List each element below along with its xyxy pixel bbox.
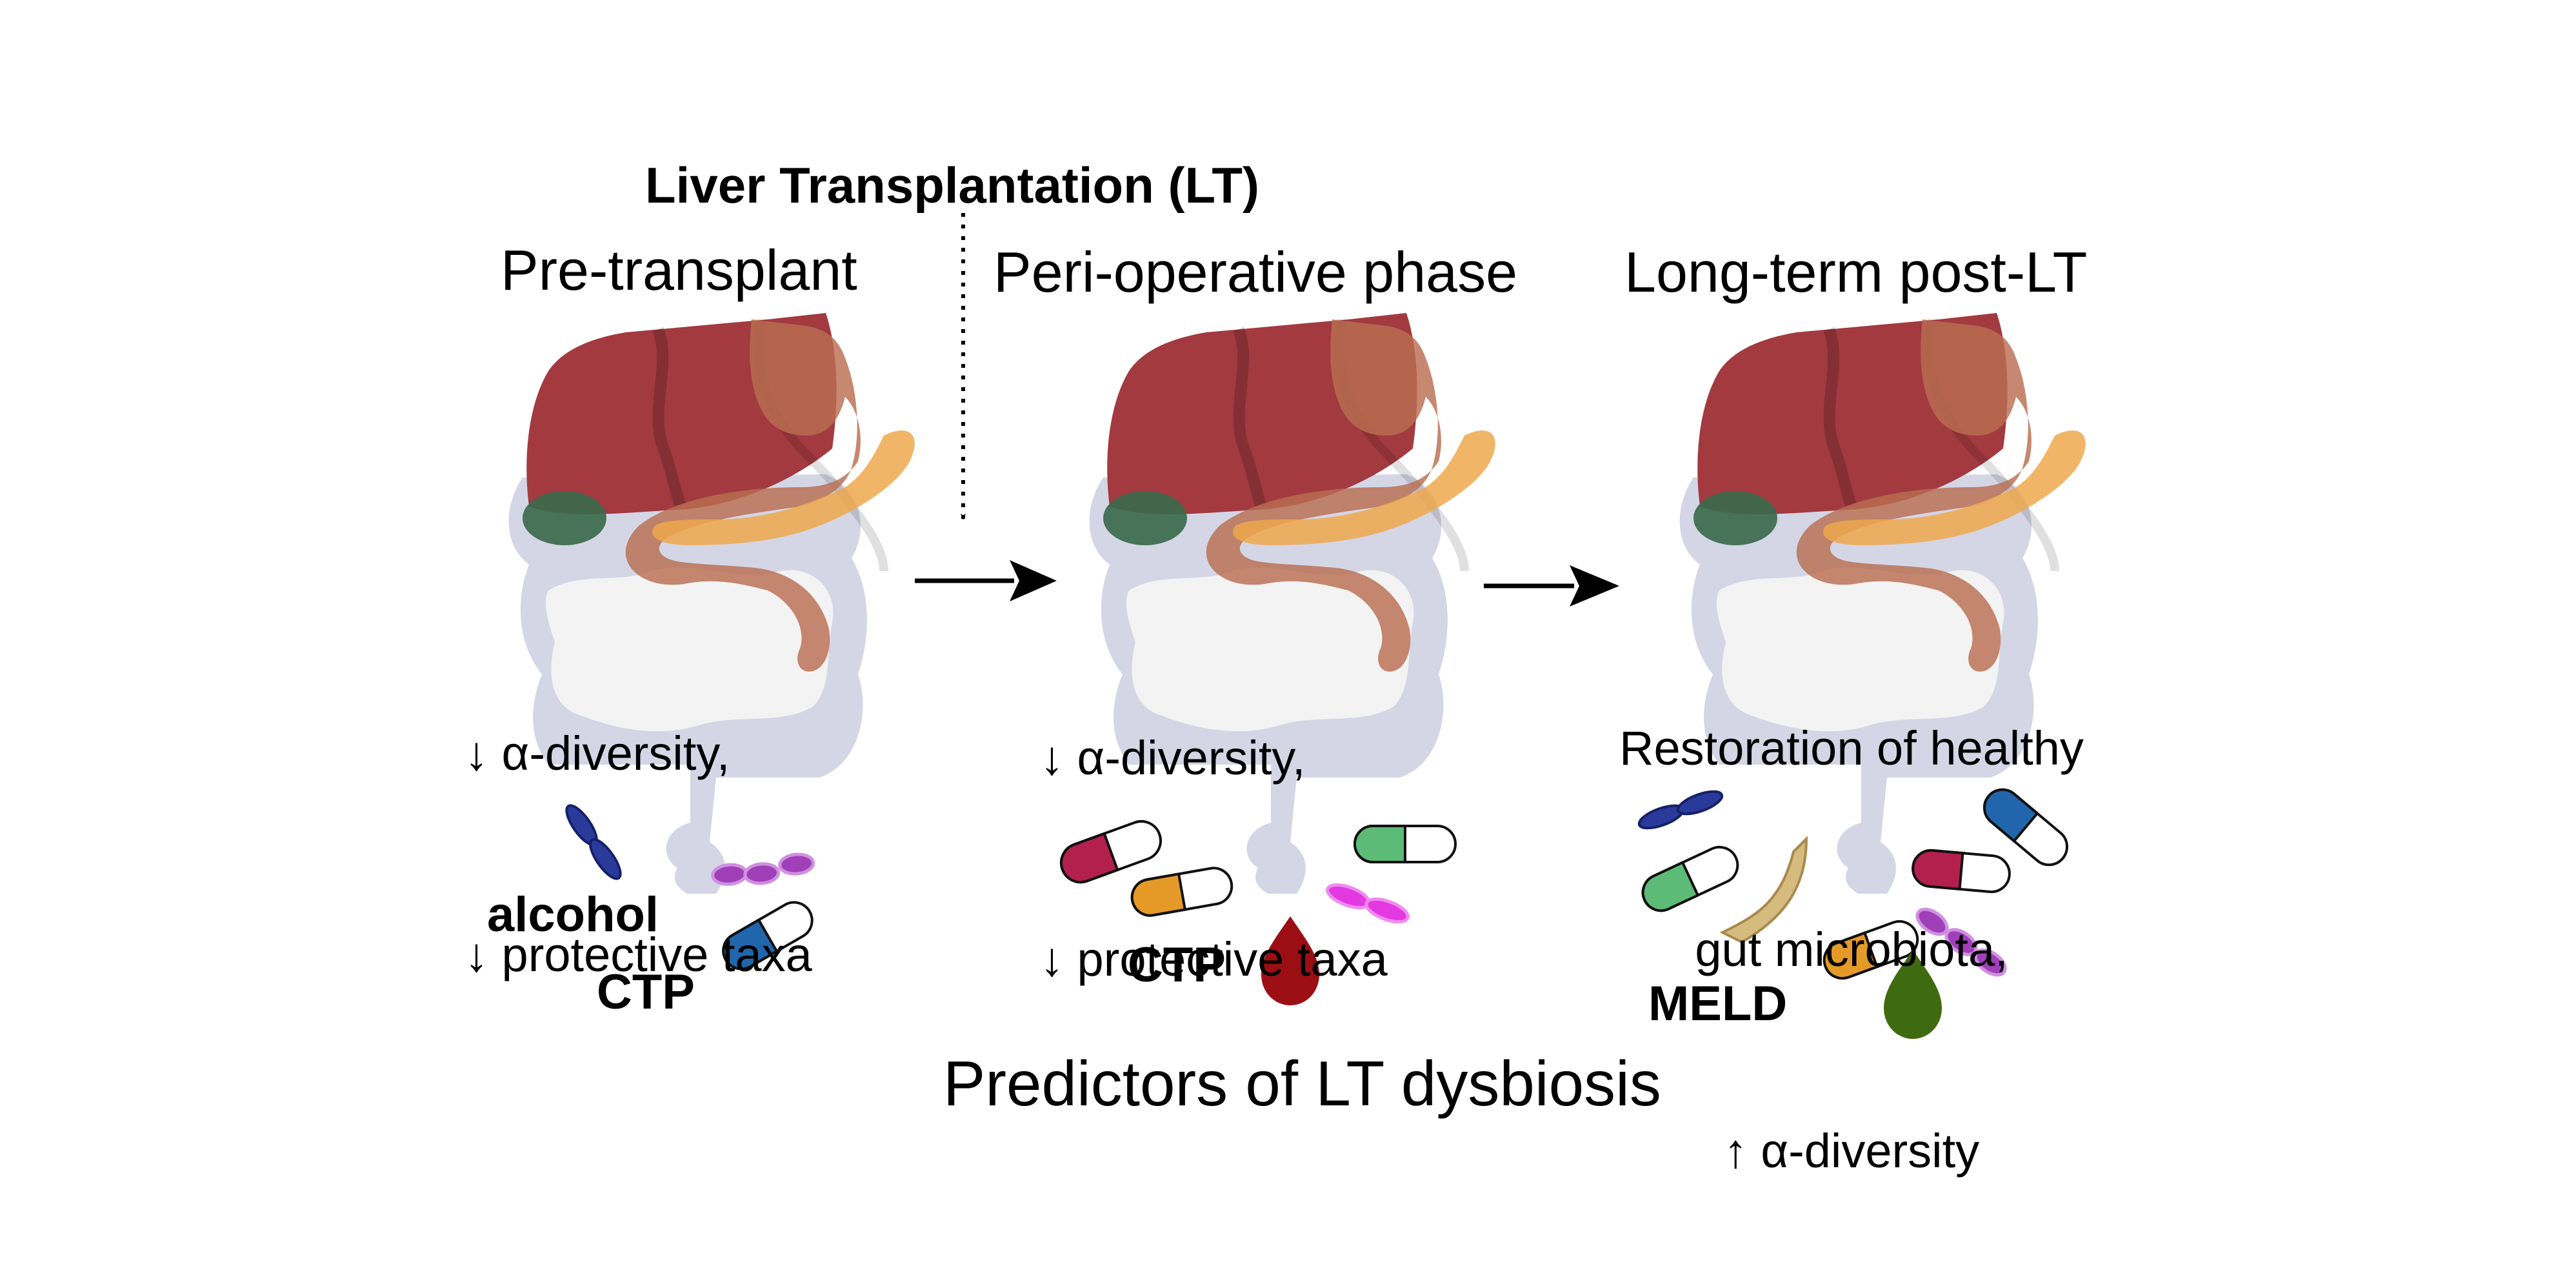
finding-pre-line-1: ↓ α-diversity, xyxy=(464,727,730,780)
top-label: Liver Transplantation (LT) xyxy=(645,157,1259,214)
fiber-strand xyxy=(1719,836,1808,944)
finding-post-line-2: gut microbiota, xyxy=(1695,923,2008,976)
finding-peri: ↓ α-diversity, ↓ protective taxa xyxy=(1040,590,1388,1060)
panel-title-post: Long-term post-LT xyxy=(1624,240,2088,304)
panel-title-peri: Peri-operative phase xyxy=(993,240,1518,304)
bacteria-blue-post xyxy=(1637,790,1724,830)
pill-blue-post xyxy=(1982,788,2069,867)
finding-post: Restoration of healthy gut microbiota, ↑… xyxy=(1587,581,2116,1252)
pill-blue-pre xyxy=(715,894,820,977)
pill-crimson-post xyxy=(1912,849,2011,894)
panel-title-pre: Pre-transplant xyxy=(501,238,857,302)
pill-green-peri xyxy=(1353,825,1457,863)
finding-pre-line-2: ↓ protective taxa xyxy=(464,928,812,981)
arrow-to-peri-operative-head xyxy=(1010,560,1057,601)
predictor-ctp-peri: CTP xyxy=(1128,938,1226,992)
predictor-ctp-pre: CTP xyxy=(597,965,695,1020)
footer-caption: Predictors of LT dysbiosis xyxy=(943,1048,1661,1119)
bacteria-purple-chain-post xyxy=(1915,907,2007,977)
bacteria-blue-pre xyxy=(565,804,622,880)
bacteria-purple-chain-pre xyxy=(711,852,815,886)
pill-orange-peri xyxy=(1130,867,1233,917)
finding-peri-line-1: ↓ α-diversity, xyxy=(1040,731,1306,785)
pill-crimson-peri xyxy=(1060,819,1162,884)
finding-post-line-3: ↑ α-diversity xyxy=(1723,1124,1980,1178)
bacteria-magenta-peri xyxy=(1326,883,1410,924)
arrow-to-long-term-head xyxy=(1570,565,1619,607)
finding-pre: ↓ α-diversity, ↓ protective taxa xyxy=(464,586,812,1056)
predictor-alcohol: alcohol xyxy=(487,887,659,942)
pill-green-post xyxy=(1641,845,1739,912)
finding-peri-line-2: ↓ protective taxa xyxy=(1040,932,1388,986)
finding-post-line-1: Restoration of healthy xyxy=(1619,721,2084,775)
predictor-meld: MELD xyxy=(1648,976,1788,1031)
pill-orange-post xyxy=(1822,920,1919,980)
